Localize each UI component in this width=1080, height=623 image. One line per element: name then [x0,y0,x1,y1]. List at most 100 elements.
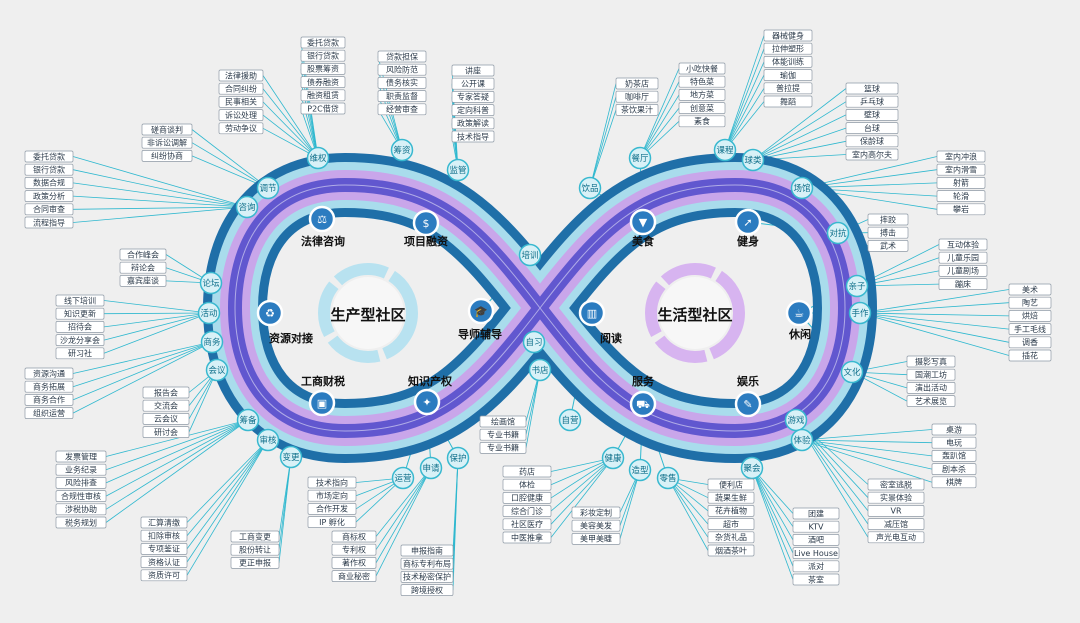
leaf-item[interactable]: 组织运营 [24,407,74,419]
leaf-item[interactable]: 著作权 [331,557,377,569]
leaf-item[interactable]: VR [867,505,925,517]
leaf-item[interactable]: 劳动争议 [218,122,264,135]
category-wenhua[interactable]: 文化 [840,360,864,384]
leaf-item[interactable]: 桌游 [931,423,977,436]
leaf-item[interactable]: 轰趴馆 [931,450,977,462]
leaf-item[interactable]: 室内高尔夫 [845,148,899,161]
leaf-item[interactable]: 技术指导 [451,130,495,143]
leaf-item[interactable]: 技术秘密保护 [400,571,454,583]
leaf-item[interactable]: 台球 [845,122,899,134]
leaf-item[interactable]: 烘焙 [1008,310,1052,322]
hub-food[interactable]: ▼美食 [629,208,657,248]
leaf-item[interactable]: 摄影写真 [906,355,956,368]
leaf-item[interactable]: 创意菜 [678,102,726,114]
leaf-item[interactable]: 棋牌 [931,476,977,489]
leaf-item[interactable]: 云会议 [142,413,190,425]
leaf-item[interactable]: 综合门诊 [502,505,552,517]
category-zaoxing[interactable]: 造型 [628,458,652,482]
leaf-item[interactable]: 射箭 [936,177,986,189]
category-biangeng[interactable]: 变更 [279,445,303,469]
leaf-item[interactable]: 跨境授权 [400,584,454,596]
category-duikang[interactable]: 对抗 [826,221,850,245]
leaf-item[interactable]: 室内冲浪 [936,150,986,163]
hub-mentor[interactable]: 🎓导师辅导 [458,297,502,341]
leaf-item[interactable]: 减压馆 [867,518,925,530]
category-kecheng[interactable]: 课程 [713,138,737,162]
leaf-item[interactable]: 政策解读 [451,117,495,130]
category-jianguan[interactable]: 监管 [446,158,470,182]
category-yunying[interactable]: 运营 [391,466,415,490]
hub-finance[interactable]: $项目融资 [404,209,448,248]
leaf-item[interactable]: 电玩 [931,436,977,449]
leaf-item[interactable]: 国潮工坊 [906,368,956,381]
category-yinpin[interactable]: 饮品 [578,176,602,200]
leaf-item[interactable]: 流程指导 [24,216,74,229]
leaf-item[interactable]: 体检 [502,478,552,491]
hub-entertain[interactable]: ✎娱乐 [734,374,762,418]
hub-service[interactable]: ⛟服务 [629,374,657,418]
leaf-item[interactable]: 演出活动 [906,382,956,394]
category-tiyan[interactable]: 体验 [790,428,814,452]
leaf-item[interactable]: 合规性审核 [55,490,107,502]
leaf-item[interactable]: 烟酒茶叶 [707,544,755,557]
leaf-item[interactable]: 嘉宾座谈 [119,275,167,287]
category-peixun[interactable]: 培训 [518,243,542,267]
leaf-item[interactable]: 资格认证 [140,556,188,568]
leaf-item[interactable]: 风险排查 [55,477,107,489]
hub-tax[interactable]: ▣工商财税 [301,374,345,417]
hub-fitness[interactable]: ➚健身 [734,208,762,248]
leaf-item[interactable]: 咖啡厅 [615,90,659,103]
leaf-item[interactable]: 市场定向 [307,489,357,502]
leaf-item[interactable]: 讲座 [451,64,495,77]
leaf-item[interactable]: 派对 [792,560,840,573]
leaf-item[interactable]: 搏击 [867,226,909,239]
leaf-item[interactable]: 声光电互动 [867,531,925,544]
hub-leisure[interactable]: ☕休闲 [785,299,813,341]
leaf-item[interactable]: 融资租赁 [300,89,346,102]
leaf-item[interactable]: 沙龙分享会 [55,334,105,346]
leaf-item[interactable]: 股票筹资 [300,63,346,75]
leaf-item[interactable]: 线下培训 [55,294,105,307]
category-juhui[interactable]: 聚会 [740,456,764,480]
leaf-item[interactable]: 债券融资 [300,76,346,88]
leaf-item[interactable]: 拉伸塑形 [763,42,813,55]
leaf-item[interactable]: 团建 [792,507,840,520]
leaf-item[interactable]: 专项鉴证 [140,543,188,555]
leaf-item[interactable]: 陶艺 [1008,296,1052,309]
leaf-item[interactable]: 超市 [707,518,755,530]
leaf-item[interactable]: 便利店 [707,478,755,491]
category-zixi[interactable]: 自习 [522,330,546,354]
leaf-item[interactable]: 研讨会 [142,426,190,438]
leaf-item[interactable]: 委托贷款 [24,150,74,163]
category-shouzuo[interactable]: 手作 [848,301,872,325]
leaf-item[interactable]: 公开课 [451,77,495,90]
leaf-item[interactable]: 儿童剧场 [938,265,988,277]
leaf-item[interactable]: 专利权 [331,543,377,556]
leaf-item[interactable]: 药店 [502,465,552,478]
leaf-item[interactable]: 非诉讼调解 [141,136,193,149]
leaf-item[interactable]: 工商变更 [230,530,280,543]
leaf-item[interactable]: 委托贷款 [300,36,346,49]
leaf-item[interactable]: 调香 [1008,336,1052,349]
leaf-item[interactable]: 报告会 [142,386,190,399]
leaf-item[interactable]: 普拉提 [763,82,813,95]
leaf-item[interactable]: 武术 [867,240,909,252]
leaf-item[interactable]: 汇算清缴 [140,516,188,529]
leaf-item[interactable]: 申报指南 [400,544,454,557]
leaf-item[interactable]: 更正申报 [230,557,280,569]
hub-ip[interactable]: ✦知识产权 [407,374,453,416]
leaf-item[interactable]: 蔬果生鲜 [707,491,755,504]
leaf-item[interactable]: 辩论会 [119,261,167,274]
leaf-item[interactable]: 交流会 [142,399,190,412]
leaf-item[interactable]: 技术指向 [307,476,357,489]
category-luntan[interactable]: 论坛 [199,271,223,295]
leaf-item[interactable]: 小吃快餐 [678,62,726,75]
category-shuyou[interactable]: 书店 [528,358,552,382]
leaf-item[interactable]: 磋商谈判 [141,123,193,136]
leaf-item[interactable]: 专家答疑 [451,91,495,103]
leaf-item[interactable]: 花卉植物 [707,505,755,517]
leaf-item[interactable]: P2C借贷 [300,102,346,115]
leaf-item[interactable]: 商业秘密 [331,570,377,582]
leaf-item[interactable]: 实景体验 [867,491,925,504]
category-zixi2[interactable]: 自营 [558,408,582,432]
